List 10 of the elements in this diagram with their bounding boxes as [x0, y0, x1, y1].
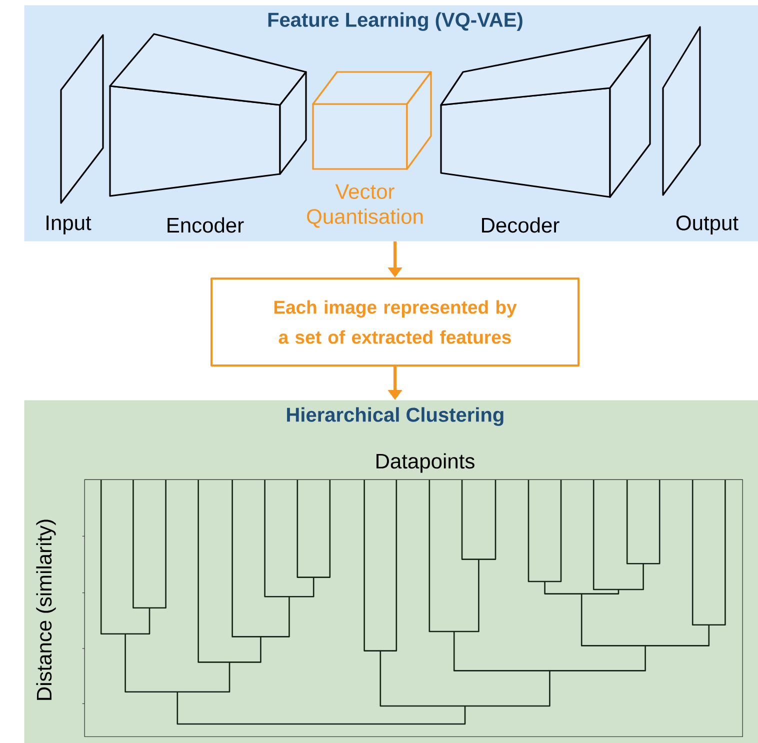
shape-label: Input — [46, 216, 92, 234]
panel-title: Feature Learning (VQ-VAE) — [268, 12, 522, 31]
process-box: Each image represented by a set of extracted features — [210, 278, 580, 366]
axis-title: Distance (similarity) — [36, 520, 56, 700]
axis-title: Datapoints — [376, 453, 474, 473]
shape-label: Output — [676, 215, 738, 234]
shape-label: Encoder — [168, 217, 244, 233]
panel-title: Hierarchical Clustering — [287, 407, 504, 426]
shape-label: Vector Quantisation — [307, 184, 423, 228]
shape-label: Decoder — [482, 217, 560, 233]
